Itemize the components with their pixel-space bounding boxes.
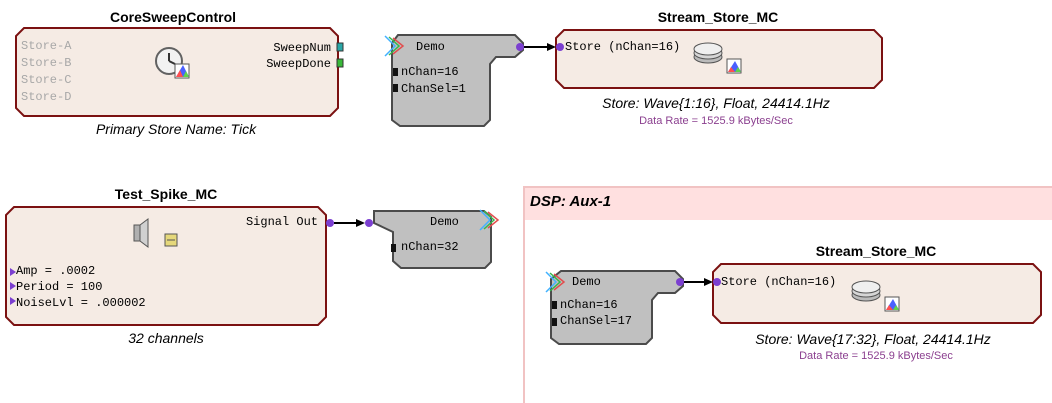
test-spike-title: Test_Spike_MC <box>114 186 218 202</box>
demo-mid-block[interactable] <box>365 209 500 269</box>
stream-store-top-title: Stream_Store_MC <box>657 9 779 25</box>
stream-store-bottom-title: Stream_Store_MC <box>815 243 937 259</box>
core-sweep-input-d[interactable]: Store-D <box>21 90 72 104</box>
stream-store-top-block[interactable] <box>555 29 883 89</box>
dsp-title: DSP: Aux-1 <box>530 193 612 210</box>
core-sweep-input-a[interactable]: Store-A <box>21 39 72 53</box>
demo-top-param-nchan[interactable]: nChan=16 <box>401 65 459 79</box>
core-sweep-block[interactable] <box>15 27 344 117</box>
sweepdone-port[interactable] <box>336 58 344 68</box>
stream-store-bottom-block[interactable] <box>712 263 1042 324</box>
demo-bottom-block[interactable] <box>545 270 684 345</box>
test-spike-param-period[interactable]: Period = 100 <box>16 280 103 294</box>
dsp-header <box>525 188 1052 220</box>
sweepnum-port[interactable] <box>336 42 344 52</box>
core-sweep-caption: Primary Store Name: Tick <box>95 121 257 137</box>
stream-store-bottom-caption: Store: Wave{17:32}, Float, 24414.1Hz <box>755 331 991 347</box>
demo-top-block[interactable] <box>384 34 524 127</box>
demo-mid-param-nchan[interactable]: nChan=32 <box>401 240 459 254</box>
stream-store-top-rate: Data Rate = 1525.9 kBytes/Sec <box>639 115 793 127</box>
test-spike-caption: 32 channels <box>128 330 204 346</box>
connections <box>334 43 713 286</box>
stream-store-bottom-rate: Data Rate = 1525.9 kBytes/Sec <box>799 350 953 362</box>
sweepnum-label: SweepNum <box>273 41 331 55</box>
demo-top-label: Demo <box>416 40 445 54</box>
demo-mid-label: Demo <box>430 215 459 229</box>
demo-top-param-chansel[interactable]: ChanSel=1 <box>401 82 466 96</box>
test-spike-param-amp[interactable]: Amp = .0002 <box>16 264 96 278</box>
core-sweep-input-c[interactable]: Store-C <box>21 73 72 87</box>
stream-store-top-port[interactable]: Store (nChan=16) <box>565 40 681 54</box>
sweepdone-label: SweepDone <box>266 57 331 71</box>
stream-store-top-caption: Store: Wave{1:16}, Float, 24414.1Hz <box>602 95 830 111</box>
core-sweep-title: CoreSweepControl <box>109 9 237 25</box>
demo-bottom-param-nchan[interactable]: nChan=16 <box>560 298 618 312</box>
demo-bottom-label: Demo <box>572 275 601 289</box>
test-spike-block[interactable] <box>5 206 334 326</box>
core-sweep-input-b[interactable]: Store-B <box>21 56 72 70</box>
demo-bottom-param-chansel[interactable]: ChanSel=17 <box>560 314 633 328</box>
test-spike-param-noiselvl[interactable]: NoiseLvl = .000002 <box>16 296 146 310</box>
test-spike-output-label: Signal Out <box>245 215 318 229</box>
stream-store-bottom-port[interactable]: Store (nChan=16) <box>721 275 837 289</box>
